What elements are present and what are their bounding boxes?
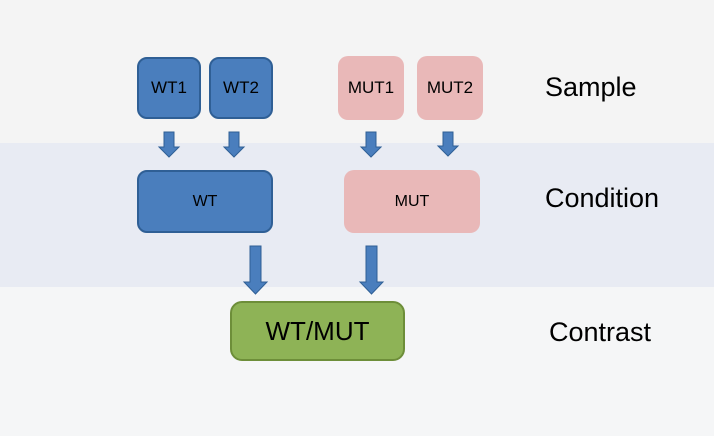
sample-node-wt1: WT1 <box>137 57 201 119</box>
arrow-wt-to-contrast <box>242 245 269 295</box>
sample-node-mut1: MUT1 <box>338 56 404 120</box>
level-label-condition: Condition <box>545 183 660 213</box>
arrow-mut-to-contrast <box>358 245 385 295</box>
condition-node-mut: MUT <box>344 170 480 233</box>
arrow-wt1-to-wt <box>157 131 181 158</box>
level-label-contrast: Contrast <box>549 317 652 347</box>
arrow-mut2-to-mut <box>436 131 460 157</box>
arrow-wt2-to-wt <box>222 131 246 158</box>
level-label-sample: Sample <box>545 72 637 102</box>
condition-node-wt: WT <box>137 170 273 233</box>
sample-node-wt2: WT2 <box>209 57 273 119</box>
sample-node-mut2: MUT2 <box>417 56 483 120</box>
contrast-node: WT/MUT <box>230 301 405 361</box>
arrow-mut1-to-mut <box>359 131 383 158</box>
